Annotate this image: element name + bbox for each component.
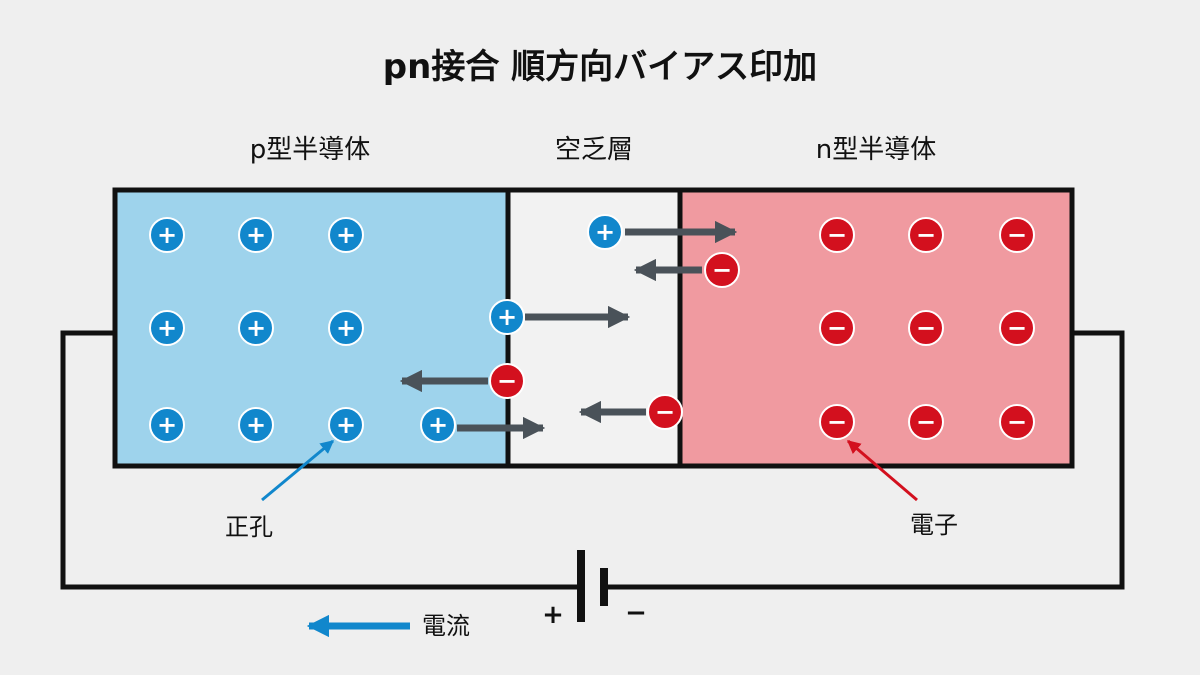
electron: − [819,310,855,346]
circuit-wire-left [60,330,582,590]
hole: + [238,407,274,443]
electron-circle [704,252,740,288]
electron: − [489,363,525,399]
hole: + [149,217,185,253]
hole-callout-label: 正孔 [225,513,273,541]
hole-symbol: + [497,303,517,331]
electron-circle [489,363,525,399]
electron-symbol: − [827,408,847,436]
hole-circle [149,310,185,346]
hole-circle [587,214,623,250]
electron: − [999,404,1035,440]
hole-circle [149,407,185,443]
hole-circle [238,310,274,346]
electron-circle [819,404,855,440]
electron-circle [999,310,1035,346]
n-region-label: n型半導体 [816,135,936,165]
semiconductor-frame [112,187,1075,469]
electron-symbol: − [916,408,936,436]
hole-symbol: + [428,411,448,439]
hole-symbol: + [157,314,177,342]
hole: + [328,407,364,443]
electron-symbol: − [655,398,675,426]
hole: + [328,310,364,346]
hole: + [149,310,185,346]
page-title: pn接合 順方向バイアス印加 [383,47,817,87]
electron-circle [819,217,855,253]
hole-circle [420,407,456,443]
hole-symbol: + [246,314,266,342]
battery-minus-label: − [625,598,647,628]
hole-symbol: + [336,221,356,249]
hole: + [587,214,623,250]
electron: − [819,217,855,253]
electron-circle [999,217,1035,253]
carrier-arrows [399,220,738,440]
electron-circle [647,394,683,430]
electron: − [908,310,944,346]
electron: − [908,404,944,440]
hole-circle [328,407,364,443]
holes: + + + + + + + + + + + + [149,214,623,443]
hole: + [238,310,274,346]
electrons: − − − − − − − − − − − − [489,217,1035,440]
hole: + [420,407,456,443]
battery-short-plate [600,568,608,606]
hole-symbol: + [336,314,356,342]
hole-callout-arrow [261,439,335,502]
electron-symbol: − [916,314,936,342]
battery-plus-label: + [542,600,564,630]
electron-symbol: − [1007,314,1027,342]
electron-symbol: − [712,256,732,284]
hole: + [149,407,185,443]
hole-symbol: + [336,411,356,439]
p-region-label: p型半導体 [250,135,371,165]
electron-symbol: − [827,314,847,342]
hole-circle [328,217,364,253]
hole-symbol: + [246,411,266,439]
hole-circle [489,299,525,335]
hole-circle [328,310,364,346]
electron-symbol: − [827,221,847,249]
electron-symbol: − [1007,408,1027,436]
hole-circle [238,217,274,253]
electron: − [819,404,855,440]
electron-symbol: − [916,221,936,249]
hole-symbol: + [595,218,615,246]
electron: − [908,217,944,253]
hole-symbol: + [157,221,177,249]
electron-symbol: − [1007,221,1027,249]
electron: − [704,252,740,288]
hole-symbol: + [157,411,177,439]
circuit-wire-right [603,330,1125,590]
electron: − [647,394,683,430]
depletion-region-label: 空乏層 [555,135,633,165]
electron-callout-arrow [846,439,918,502]
electron-circle [908,310,944,346]
battery-long-plate [577,550,585,622]
hole-circle [238,407,274,443]
electron-circle [908,217,944,253]
electron: − [999,217,1035,253]
hole: + [238,217,274,253]
electron-circle [819,310,855,346]
hole: + [328,217,364,253]
hole-circle [149,217,185,253]
electron-circle [908,404,944,440]
electron-circle [999,404,1035,440]
electron-callout-label: 電子 [910,511,958,539]
hole: + [489,299,525,335]
current-label: 電流 [422,612,470,640]
electron: − [999,310,1035,346]
electron-symbol: − [497,367,517,395]
hole-symbol: + [246,221,266,249]
